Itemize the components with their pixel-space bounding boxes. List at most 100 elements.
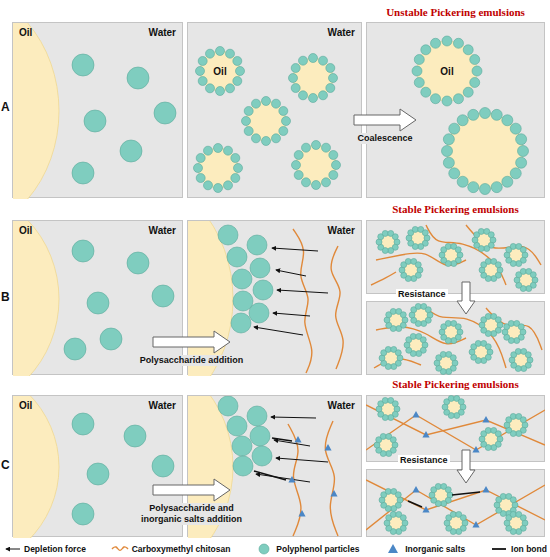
legend-swatch [255,543,273,555]
polyphenol-particle [516,431,522,437]
polyphenol-particle [518,324,524,330]
polyphenol-particle [322,178,331,187]
hollow-arrow [354,109,416,131]
inorganic-salt [298,510,305,516]
polyphenol-particle [414,55,424,65]
polyphenol-particle [431,94,441,104]
polyphenol-particle [448,395,454,401]
carboxymethyl-chitosan [466,225,541,265]
polyphenol-particle [516,529,522,535]
polyphenol-particle [87,292,109,314]
polyphenol-particle [508,320,514,326]
ion-bond [272,438,292,441]
polyphenol-particle [468,182,479,193]
oil-droplet [293,58,333,98]
sub-panel [367,302,545,375]
sub-panel [367,221,545,294]
polyphenol-particle [510,497,516,503]
legend: Depletion forceCarboxymethyl chitosanPol… [3,542,547,556]
inorganic-salt [472,446,479,452]
polyphenol-particle [72,162,94,184]
polyphenol-particle [224,181,233,190]
polyphenol-particle [322,143,331,152]
panel-illustration [13,221,184,376]
polyphenol-particle [233,456,253,476]
polyphenol-particle [502,115,513,126]
polyphenol-particle [421,87,431,97]
polyphenol-particle [206,49,215,58]
polyphenol-particle [127,252,149,274]
ion-bond [408,501,422,507]
polyphenol-particle [292,161,301,170]
polyphenol-particle [460,515,466,521]
polyphenol-particle [152,455,174,477]
polyphenol-particle [415,262,421,268]
polyphenol-particle [262,97,271,106]
polyphenol-particle [485,344,491,350]
polyphenol-particle [451,338,457,344]
polyphenol-particle [453,94,463,104]
polyphenol-particle [294,151,303,160]
polyphenol-particle [247,406,267,426]
oil-droplet [246,101,286,141]
panel-illustration [188,23,363,199]
polyphenol-particle [441,501,447,507]
polyphenol-particle [520,417,526,423]
polyphenol-particle [516,134,527,145]
carboxymethyl-chitosan [426,308,506,368]
oil-droplet [447,113,523,189]
panel-letter: C [1,458,10,472]
polyphenol-particle [390,437,396,443]
polyphenol-particle [463,87,473,97]
inorganic-salt [422,506,429,512]
polyphenol-particle [418,244,424,250]
inorganic-salt [412,486,419,492]
resistance-label: Resistance [396,289,448,300]
polyphenol-particle [457,176,468,187]
polyphenol-particle [485,258,491,264]
polyphenol-particle [388,415,394,421]
polyphenol-particle [530,272,536,278]
polyphenol-particle [259,544,269,554]
polyphenol-particle [72,413,94,435]
polyphenol-particle [435,483,441,489]
inorganic-salt [412,411,419,417]
polyphenol-particle [421,321,427,327]
ion-bond [254,471,286,480]
polyphenol-particle [416,351,422,357]
polyphenol-particle [231,174,240,183]
polyphenol-particle [388,248,394,254]
legend-text: Depletion force [24,544,86,554]
polyphenol-particle [396,529,402,535]
polyphenol-particle [279,127,288,136]
phase-label: Oil [19,225,32,236]
polyphenol-particle [450,355,456,361]
oil-phase [13,23,59,199]
polyphenol-particle [510,168,521,179]
legend-item: Depletion force [3,543,86,555]
polyphenol-particle [216,47,225,56]
polyphenol-particle [443,157,454,168]
polyphenol-particle [380,433,386,439]
phase-label: Water [328,225,355,236]
polyphenol-particle [279,107,288,116]
polyphenol-particle [247,235,267,255]
polyphenol-particle [410,333,416,339]
polyphenol-particle [440,351,446,357]
polyphenol-particle [454,413,460,419]
polyphenol-particle [468,109,479,120]
polyphenol-particle [289,74,298,83]
phase-label: Water [328,27,355,38]
depletion-arrow [254,327,303,335]
depletion-arrow [256,474,310,482]
polyphenol-particle [214,144,223,153]
oil-droplet [417,41,477,101]
polyphenol-particle [196,67,205,76]
legend-text: Inorganic salts [405,544,465,554]
polyphenol-particle [194,164,203,173]
polyphenol-particle [391,506,397,512]
resistance-arrow [457,282,475,314]
polyphenol-particle [518,146,529,157]
polyphenol-particle [319,56,328,65]
